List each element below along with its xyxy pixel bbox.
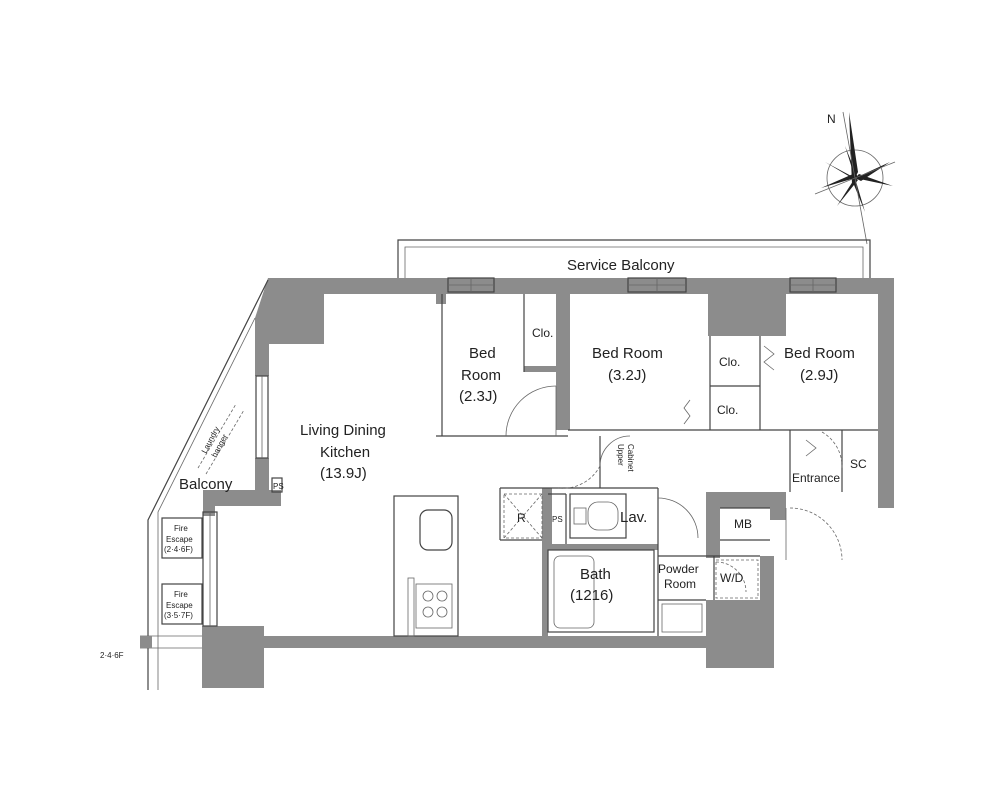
windows	[202, 277, 837, 627]
fire-escape-1-label-2: Escape	[166, 535, 193, 544]
bedroom-right-label-2: (2.9J)	[800, 367, 838, 384]
closet-label-mid-2: Clo.	[717, 403, 738, 417]
refrigerator: R	[503, 493, 543, 539]
kitchen	[393, 495, 459, 637]
compass-icon: N	[814, 111, 896, 245]
ldk-label-1: Living Dining	[300, 422, 386, 439]
ldk-label-2: Kitchen	[320, 444, 370, 461]
bedroom-mid-label-2: (3.2J)	[608, 367, 646, 384]
doors	[505, 345, 843, 593]
bathtub	[547, 549, 655, 633]
sc-label: SC	[850, 457, 867, 471]
powder-room-label-2: Room	[664, 577, 696, 591]
ldk-label-3: (13.9J)	[320, 465, 367, 482]
fire-escape-1-label-1: Fire	[174, 524, 188, 533]
toilet	[661, 603, 703, 633]
pipe-space-label: PS	[552, 515, 563, 524]
ps-small-label: PS	[273, 482, 284, 491]
mb-label: MB	[734, 517, 752, 531]
fire-escape-1-label-3: (2·4·6F)	[164, 545, 193, 554]
bath-label-1: Bath	[580, 566, 611, 583]
fire-escape-2-label-1: Fire	[174, 590, 188, 599]
lavatory	[569, 493, 627, 539]
fire-escape-2-label-2: Escape	[166, 601, 193, 610]
balcony-label: Balcony	[179, 476, 233, 493]
bedroom-left-label-2: Room	[461, 367, 501, 384]
floor-note-label: 2·4·6F	[100, 651, 124, 660]
closet-label-left: Clo.	[532, 326, 553, 340]
entrance-label: Entrance	[792, 471, 840, 485]
partitions	[436, 294, 878, 636]
balcony	[140, 279, 283, 690]
service-balcony-label: Service Balcony	[567, 257, 675, 274]
room-labels: Bed Room (2.3J) Clo. Bed Room (3.2J) Clo…	[100, 326, 867, 660]
refrigerator-label: R	[517, 511, 526, 525]
wd-label: W/D	[720, 571, 744, 585]
bedroom-mid-label-1: Bed Room	[592, 345, 663, 362]
service-balcony: Service Balcony	[397, 239, 871, 278]
bath-label-2: (1216)	[570, 587, 613, 604]
upper-cabinet-label-2: Cabinet	[626, 444, 635, 472]
north-label: N	[827, 112, 836, 126]
fire-escape-2-label-3: (3·5·7F)	[164, 611, 193, 620]
upper-cabinet-label-1: Upper	[616, 444, 625, 466]
powder-room-label-1: Powder	[658, 562, 699, 576]
bedroom-left-label-3: (2.3J)	[459, 388, 497, 405]
bedroom-right-label-1: Bed Room	[784, 345, 855, 362]
closet-label-mid: Clo.	[719, 355, 740, 369]
lavatory-label: Lav.	[620, 509, 647, 526]
walls	[202, 278, 894, 688]
washer-dryer	[715, 559, 759, 599]
bedroom-left-label-1: Bed	[469, 345, 496, 362]
